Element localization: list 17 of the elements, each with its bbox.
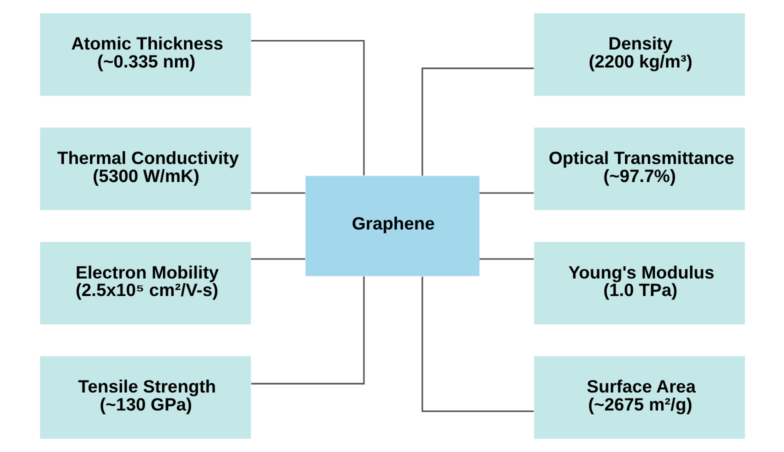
node-box: Atomic Thickness (~0.335 nm) <box>40 13 250 96</box>
connector <box>479 192 534 194</box>
node-box: Density (2200 kg/m³) <box>534 13 744 96</box>
connector <box>421 276 534 412</box>
connector <box>250 40 364 176</box>
connector <box>421 68 534 176</box>
node-box: Tensile Strength (~130 GPa) <box>40 356 250 439</box>
node-box: Optical Transmittance (~97.7%) <box>534 128 744 210</box>
connector <box>250 276 364 384</box>
node-box: Surface Area (~2675 m²/g) <box>534 356 744 439</box>
node-box: Graphene <box>305 176 479 276</box>
node-box: Thermal Conductivity (5300 W/mK) <box>40 128 250 210</box>
node-box: Electron Mobility (2.5x10⁵ cm²/V-s) <box>40 242 250 324</box>
connector <box>250 192 305 194</box>
connector <box>479 258 534 260</box>
connector <box>250 258 305 260</box>
node-box: Young's Modulus (1.0 TPa) <box>534 242 744 324</box>
